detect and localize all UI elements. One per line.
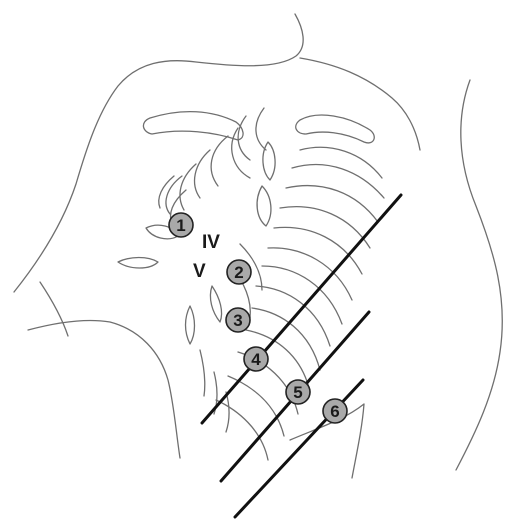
rib-arc [300, 147, 382, 178]
costal-fragment [118, 258, 158, 269]
costal-fragment [200, 350, 205, 396]
rib-arc [211, 136, 228, 186]
rib-arc [256, 108, 266, 150]
rib-arc [286, 186, 378, 222]
intercostal-label-v: V [193, 261, 206, 282]
electrode-v3: 3 [226, 308, 250, 332]
rib-arc [232, 128, 250, 178]
sternum-upper [263, 142, 275, 180]
svg-text:5: 5 [293, 383, 302, 402]
electrode-v1: 1 [169, 213, 193, 237]
svg-text:1: 1 [176, 216, 185, 235]
costal-fragment [210, 286, 221, 322]
rib-arc [180, 164, 196, 210]
left-arm-contour [40, 282, 68, 336]
right-shoulder-outline [300, 58, 420, 150]
svg-text:2: 2 [234, 263, 243, 282]
right-body-contour [456, 80, 502, 470]
rib-arc [195, 150, 210, 198]
electrode-v6: 6 [323, 399, 347, 423]
costal-fragment [186, 306, 195, 344]
left-body-contour [28, 320, 180, 458]
sternum-body [257, 186, 271, 226]
svg-text:4: 4 [251, 350, 261, 369]
electrode-v5: 5 [286, 380, 310, 404]
rib-arc [216, 400, 268, 460]
electrode-v4: 4 [244, 347, 268, 371]
rib-arc [274, 227, 362, 274]
neck-shoulder-outline [14, 14, 303, 292]
rib-arc [238, 116, 250, 160]
intercostal-label-iv: IV [202, 232, 220, 253]
rib-arc [292, 165, 384, 198]
costal-fragment [226, 392, 229, 432]
electrode-v2: 2 [227, 260, 251, 284]
rib-arc [268, 248, 352, 300]
svg-text:3: 3 [233, 311, 242, 330]
svg-text:6: 6 [330, 402, 339, 421]
right-clavicle [296, 115, 375, 143]
